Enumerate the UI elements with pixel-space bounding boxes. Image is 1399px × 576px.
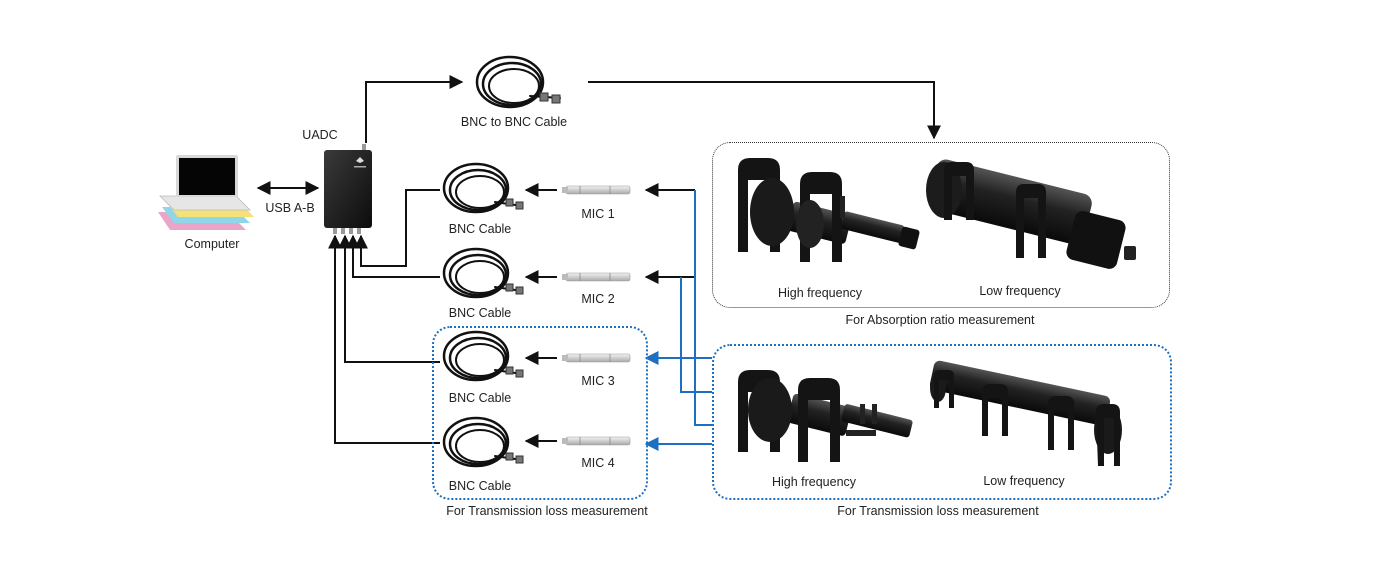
microphone-icon-4 (562, 436, 631, 446)
transmission-low-frequency-label: Low frequency (983, 474, 1065, 488)
absorption-low-frequency-label: Low frequency (979, 284, 1061, 298)
bnc-cable-label-2: BNC Cable (448, 306, 512, 320)
absorption-low-frequency-tube-icon (926, 159, 1136, 269)
blue-signal-lines (644, 190, 712, 451)
uadc-device-icon (324, 144, 372, 234)
bnc-cable-icon-3 (442, 330, 524, 382)
absorption-high-frequency-tube-icon (738, 158, 920, 262)
bnc-cable-icon-4 (442, 416, 524, 468)
bnc-cable-label-4: BNC Cable (448, 479, 512, 493)
bnc-cable-label-1: BNC Cable (448, 222, 512, 236)
bnc-to-bnc-cable-icon (475, 55, 561, 109)
mic-label-4: MIC 4 (581, 456, 615, 470)
computer-label: Computer (184, 237, 240, 251)
microphone-icon-2 (562, 272, 631, 282)
microphone-icon-1 (562, 185, 631, 195)
bnc-cable-icon-1 (442, 162, 524, 214)
absorption-caption: For Absorption ratio measurement (845, 313, 1035, 327)
mic-label-3: MIC 3 (581, 374, 615, 388)
mic-label-1: MIC 1 (581, 207, 615, 221)
transmission-high-frequency-label: High frequency (771, 475, 857, 489)
transmission-high-frequency-tube-icon (738, 370, 913, 462)
uadc-label: UADC (302, 128, 338, 142)
bnc-cable-icon-2 (442, 247, 524, 299)
computer-icon (158, 155, 254, 230)
usb-label: USB A-B (265, 201, 315, 215)
transmission-mic-caption: For Transmission loss measurement (446, 504, 648, 518)
transmission-mic-group (432, 326, 648, 500)
black-signal-lines (328, 75, 941, 448)
bnc-cable-label-3: BNC Cable (448, 391, 512, 405)
absorption-high-frequency-label: High frequency (777, 286, 863, 300)
bnc-to-bnc-label: BNC to BNC Cable (460, 115, 568, 129)
transmission-caption: For Transmission loss measurement (837, 504, 1039, 518)
transmission-low-frequency-tube-icon (929, 360, 1122, 466)
microphone-icon-3 (562, 353, 631, 363)
transmission-measurement-group (712, 344, 1172, 500)
absorption-measurement-group (712, 142, 1170, 308)
mic-label-2: MIC 2 (581, 292, 615, 306)
